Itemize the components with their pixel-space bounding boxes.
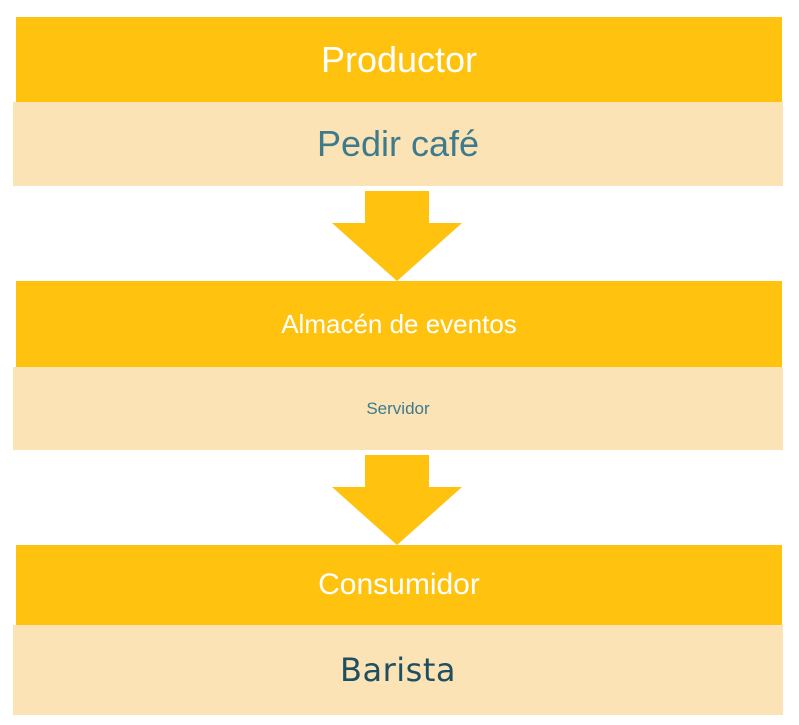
node-consumer-body-label: Barista — [340, 651, 456, 689]
node-event-store-header: Almacén de eventos — [16, 281, 782, 367]
node-consumer-header: Consumidor — [16, 545, 782, 625]
arrow-down-icon — [332, 191, 462, 281]
node-producer-body-label: Pedir café — [316, 123, 480, 164]
node-event-store-body: Servidor — [13, 367, 783, 450]
node-consumer-header-label: Consumidor — [318, 568, 480, 601]
arrow-down-icon — [332, 455, 462, 545]
node-event-store-body-label: Servidor — [366, 399, 430, 418]
node-consumer-body: Barista — [13, 625, 783, 715]
node-event-store-header-label: Almacén de eventos — [281, 309, 517, 339]
node-producer-header: Productor — [16, 17, 782, 102]
node-producer-body: Pedir café — [13, 102, 783, 186]
node-producer-header-label: Productor — [320, 38, 478, 80]
